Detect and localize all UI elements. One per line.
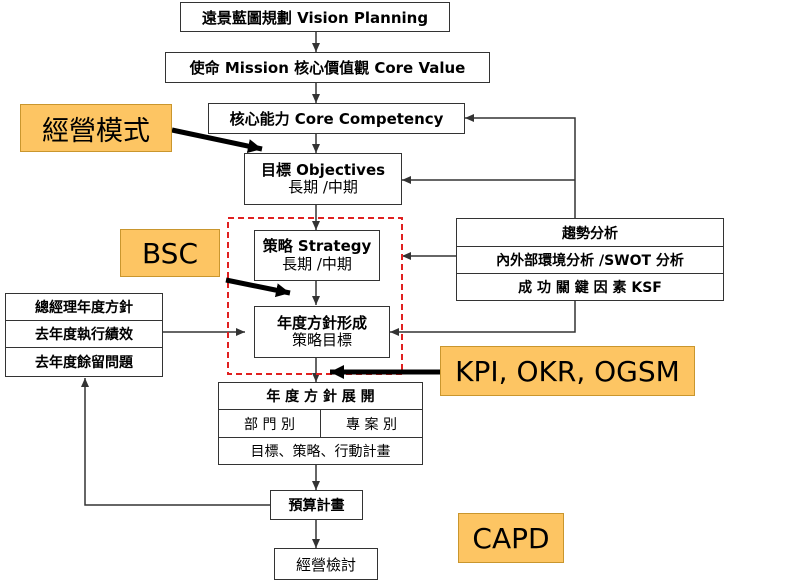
deployment-title: 年 度 方 針 展 開	[266, 389, 375, 405]
deployment-title-row: 年 度 方 針 展 開	[219, 383, 422, 410]
swot-row: 內外部環境分析 /SWOT 分析	[457, 247, 723, 274]
department-label: 部 門 別	[244, 416, 295, 433]
objectives-title: 目標 Objectives	[260, 160, 386, 179]
last-year-performance-label: 去年度執行績效	[35, 327, 133, 343]
annual-policy-sub: 策略目標	[291, 331, 352, 349]
objectives-box: 目標 Objectives 長期 /中期	[244, 153, 402, 205]
strategy-box: 策略 Strategy 長期 /中期	[254, 230, 380, 281]
kpi-okr-ogsm-label: KPI, OKR, OGSM	[455, 354, 680, 388]
deployment-split-row: 部 門 別 專 案 別	[219, 410, 422, 438]
business-model-label: 經營模式	[42, 115, 150, 147]
business-model-tag: 經營模式	[20, 104, 172, 152]
trend-analysis-box: 趨勢分析 內外部環境分析 /SWOT 分析 成 功 關 鍵 因 素 KSF	[456, 218, 724, 301]
core-competency-label: 核心能力 Core Competency	[229, 110, 444, 128]
bsc-frame	[227, 217, 403, 375]
strategy-sub: 長期 /中期	[282, 254, 352, 273]
strategy-title: 策略 Strategy	[262, 237, 372, 256]
annual-policy-box: 年度方針形成 策略目標	[254, 306, 390, 358]
kpi-okr-ogsm-tag: KPI, OKR, OGSM	[440, 346, 695, 396]
trend-analysis-title-row: 趨勢分析	[457, 219, 723, 247]
budget-plan-label: 預算計畫	[288, 498, 345, 514]
last-year-issues-row: 去年度餘留問題	[6, 348, 162, 376]
department-cell: 部 門 別	[219, 410, 321, 437]
arrow-to-annual	[390, 300, 576, 336]
arrow-budget-feedback	[81, 378, 270, 506]
management-review-box: 經營檢討	[274, 548, 378, 580]
management-review-label: 經營檢討	[295, 555, 356, 574]
swot-label: 內外部環境分析 /SWOT 分析	[496, 253, 684, 269]
vision-planning-label: 遠景藍圖規劃 Vision Planning	[201, 8, 429, 27]
gm-annual-policy-label: 總經理年度方針	[35, 300, 133, 316]
business-model-arrow	[171, 127, 263, 153]
gm-annual-policy-row: 總經理年度方針	[6, 294, 162, 321]
core-competency-box: 核心能力 Core Competency	[208, 103, 465, 134]
gm-inputs-box: 總經理年度方針 去年度執行績效 去年度餘留問題	[5, 293, 163, 377]
bsc-tag: BSC	[120, 229, 220, 277]
ksf-row: 成 功 關 鍵 因 素 KSF	[457, 274, 723, 300]
ksf-label: 成 功 關 鍵 因 素 KSF	[518, 280, 662, 296]
mission-label: 使命 Mission 核心價值觀 Core Value	[189, 59, 466, 77]
bsc-label: BSC	[141, 236, 199, 270]
deployment-plans-row: 目標、策略、行動計畫	[219, 437, 422, 464]
last-year-issues-label: 去年度餘留問題	[35, 355, 133, 371]
mission-box: 使命 Mission 核心價值觀 Core Value	[165, 52, 490, 83]
vision-planning-box: 遠景藍圖規劃 Vision Planning	[180, 2, 450, 32]
trend-feedback-trunk	[465, 114, 576, 218]
project-cell: 專 案 別	[321, 410, 422, 437]
trend-analysis-title: 趨勢分析	[562, 225, 618, 242]
last-year-performance-row: 去年度執行績效	[6, 321, 162, 348]
capd-tag: CAPD	[458, 513, 564, 563]
bsc-arrow	[225, 277, 291, 298]
capd-label: CAPD	[472, 521, 550, 555]
project-label: 專 案 別	[346, 416, 397, 433]
objectives-sub: 長期 /中期	[288, 178, 358, 196]
annual-policy-title: 年度方針形成	[276, 313, 367, 332]
budget-plan-box: 預算計畫	[270, 490, 363, 520]
annual-deployment-box: 年 度 方 針 展 開 部 門 別 專 案 別 目標、策略、行動計畫	[218, 382, 423, 465]
deployment-plans-label: 目標、策略、行動計畫	[250, 443, 391, 460]
